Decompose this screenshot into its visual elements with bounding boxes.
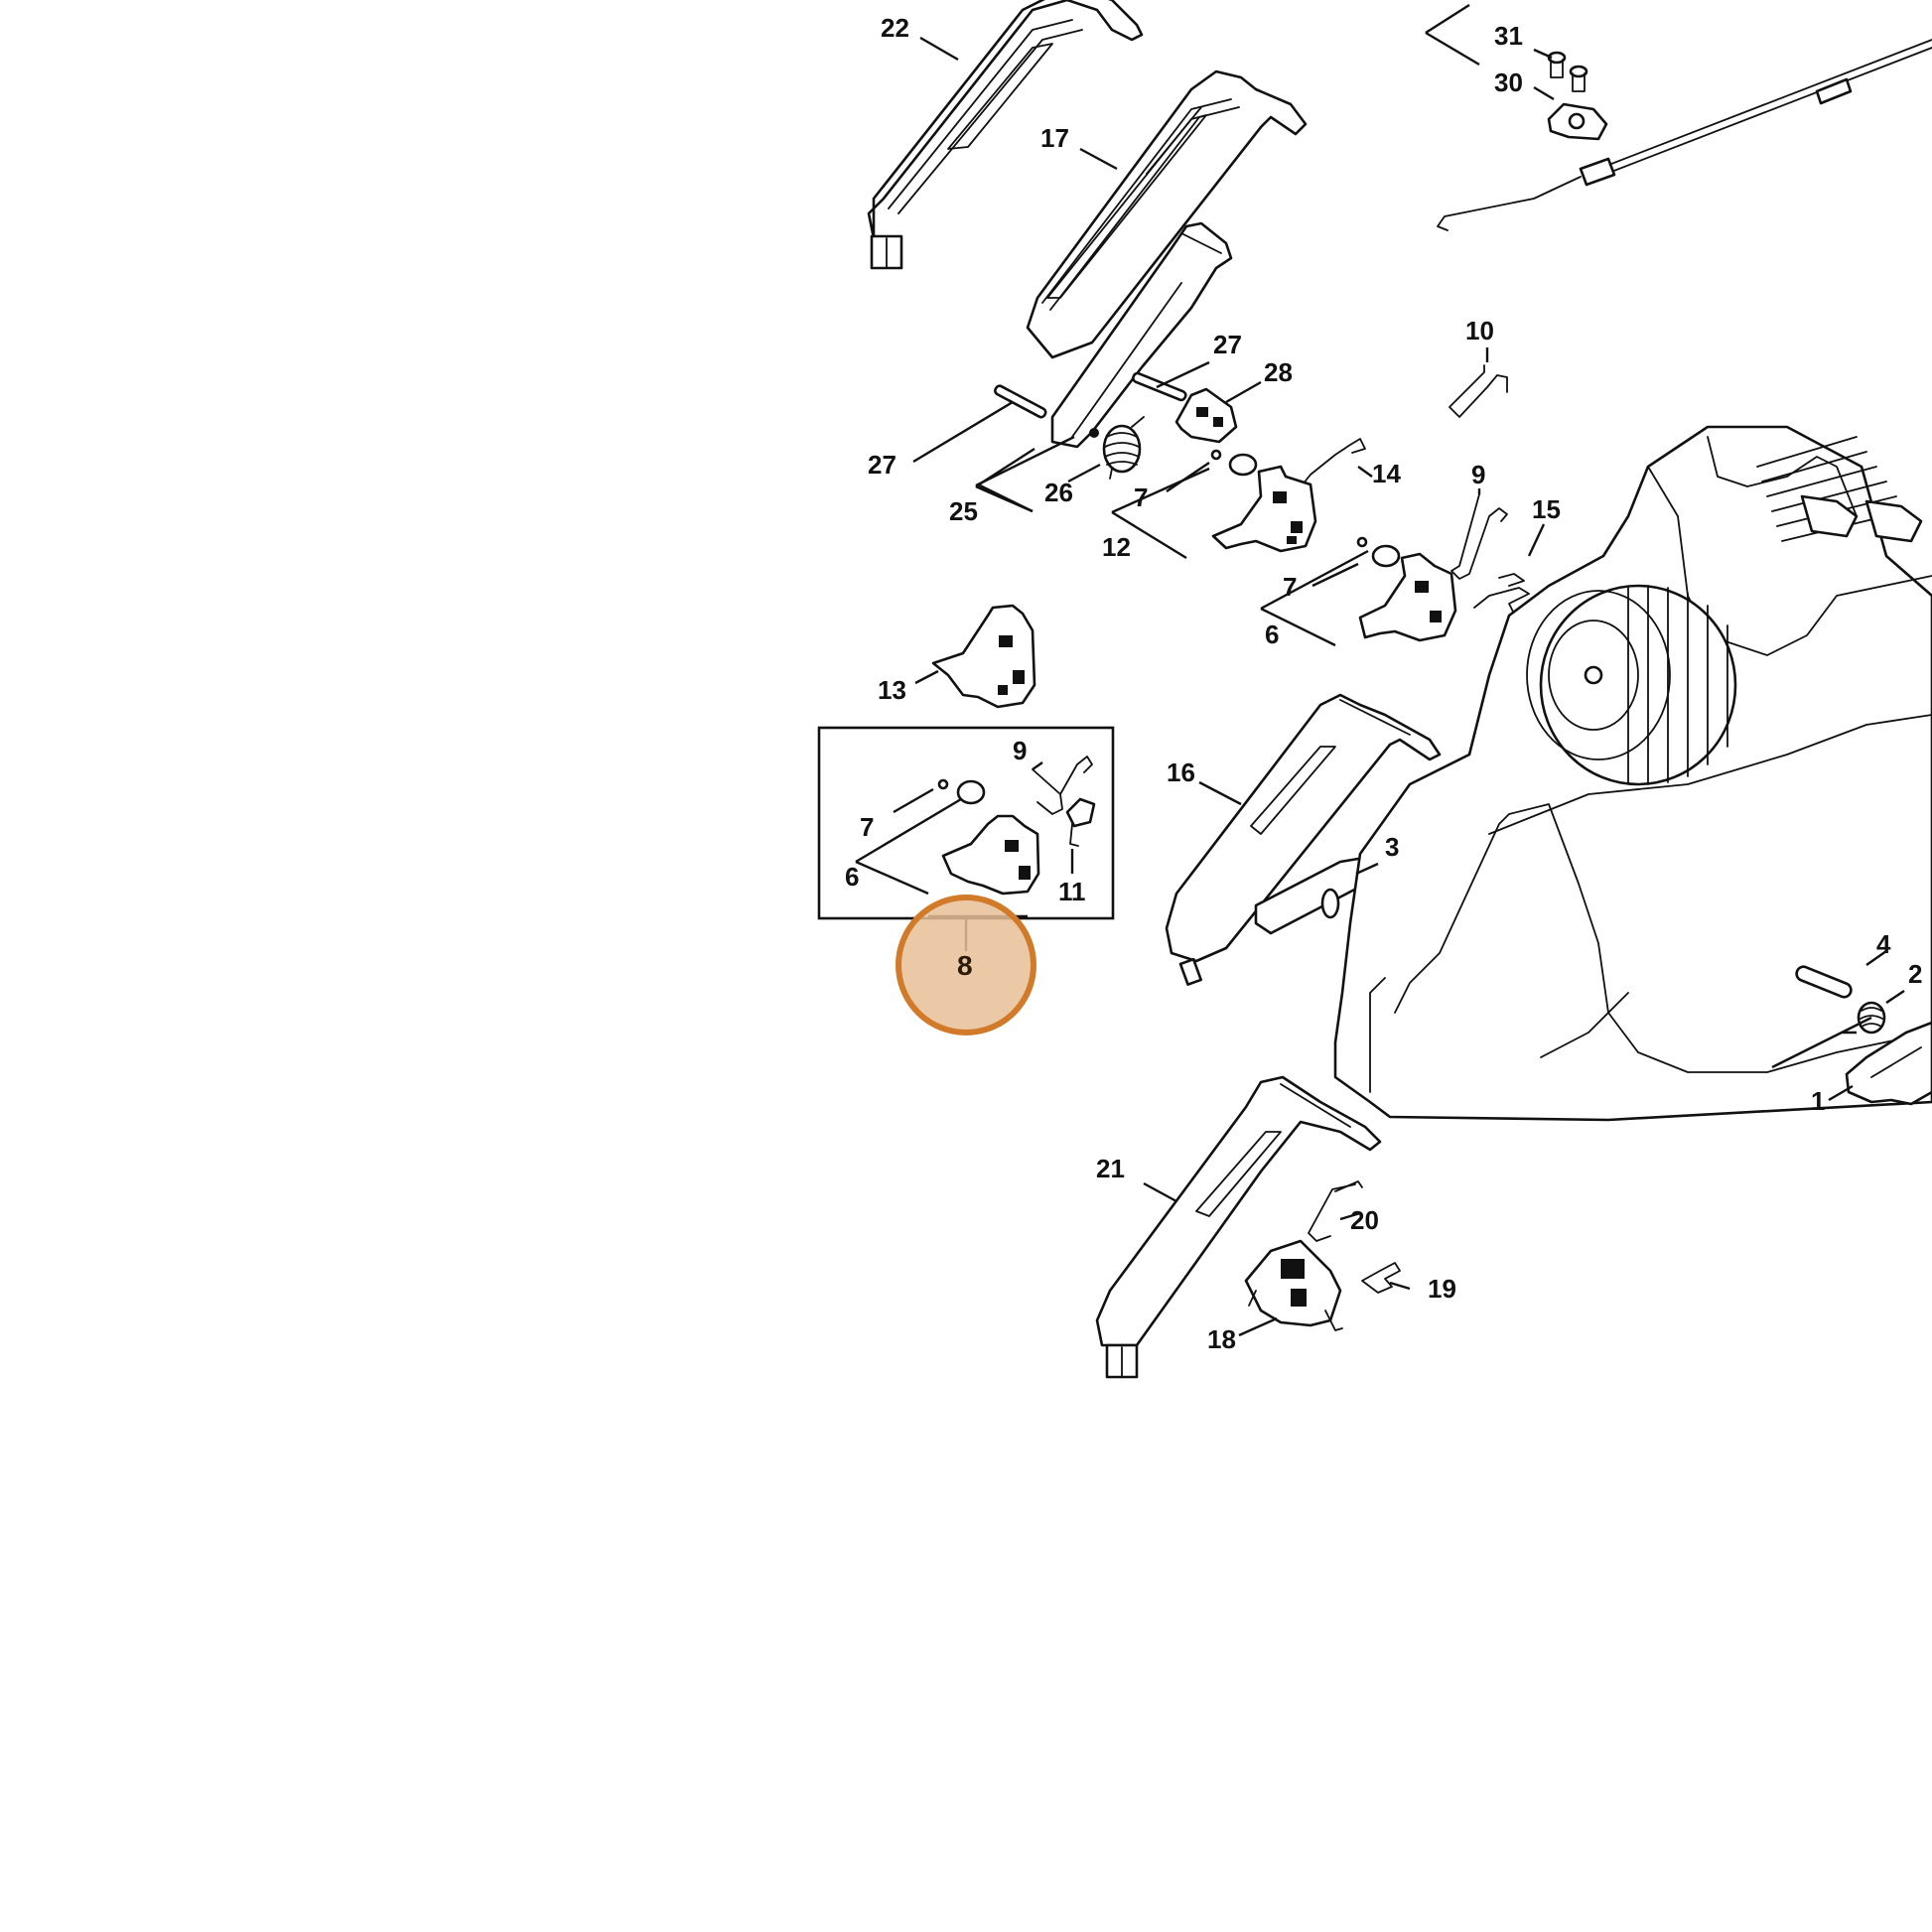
label-21: 21: [1096, 1154, 1125, 1183]
label-13: 13: [878, 675, 906, 705]
label-3: 3: [1385, 832, 1399, 862]
part-2-spring: [1857, 1001, 1886, 1035]
part-20-wire: [1308, 1180, 1363, 1242]
part-9-wire-upper: [1450, 493, 1508, 580]
flywheel-fan: [1526, 584, 1737, 786]
highlight-marker-8[interactable]: [896, 895, 1036, 1035]
part-27-pin-left: [994, 384, 1047, 419]
label-6-kit: 6: [845, 862, 859, 892]
part-31-screw: [1547, 51, 1588, 92]
label-1: 1: [1811, 1086, 1825, 1116]
label-7-kit: 7: [860, 812, 874, 842]
part-13-trigger-assembly: [931, 604, 1036, 709]
label-7-upper: 7: [1134, 483, 1148, 512]
kit-part-6-trigger: [941, 814, 1040, 896]
label-11: 11: [1058, 877, 1086, 906]
label-28: 28: [1264, 357, 1293, 387]
part-30-cable-clamp: [1547, 102, 1608, 141]
label-7-middle: 7: [1283, 572, 1297, 602]
label-18: 18: [1207, 1324, 1236, 1354]
label-25: 25: [949, 496, 978, 526]
label-15: 15: [1532, 494, 1561, 524]
label-19: 19: [1428, 1274, 1456, 1304]
part-12-throttle-trigger: [1210, 449, 1317, 553]
label-30: 30: [1494, 68, 1523, 97]
label-12: 12: [1102, 532, 1131, 562]
label-10: 10: [1465, 316, 1494, 345]
part-1-trigger-lockout: [1845, 1021, 1932, 1106]
part-4-pin: [1795, 965, 1853, 999]
label-9-upper: 9: [1471, 460, 1485, 489]
throttle-cable: [1437, 39, 1932, 231]
cylinder-fins: [1756, 436, 1923, 543]
part-16-handle-grip: [1165, 693, 1442, 986]
label-8: 8: [957, 950, 973, 981]
part-25-handle-molding: [1050, 221, 1233, 449]
label-4: 4: [1876, 929, 1891, 959]
part-28-bracket: [1174, 387, 1238, 444]
label-9-kit: 9: [1013, 736, 1027, 765]
highlight-circle[interactable]: [896, 895, 1036, 1035]
part-number-labels: 22 17 31 30 27 28 10 27 25 26 14 7 12 9 …: [845, 13, 1922, 1354]
part-17-handle-grip: [1026, 69, 1308, 359]
part-6-throttle-trigger: [1356, 536, 1457, 642]
kit-part-7-screw-clamp: [937, 778, 986, 805]
part-26-torsion-spring: [1102, 416, 1145, 480]
label-27-left: 27: [868, 450, 897, 480]
label-2: 2: [1908, 959, 1922, 989]
kit-part-11-grommet: [1065, 797, 1096, 847]
part-21-handle-grip: [1095, 1075, 1382, 1379]
label-31: 31: [1494, 21, 1523, 51]
label-6-middle: 6: [1265, 620, 1279, 649]
part-22-handle-grip: [867, 0, 1144, 270]
label-27-right: 27: [1213, 330, 1242, 359]
label-26: 26: [1044, 478, 1073, 507]
label-17: 17: [1040, 123, 1069, 153]
label-14: 14: [1372, 459, 1401, 488]
label-20: 20: [1350, 1205, 1379, 1235]
part-14-wire: [1302, 438, 1366, 485]
label-16: 16: [1167, 758, 1195, 787]
part-10-wire-spring: [1449, 364, 1508, 418]
part-18-trigger-block: [1244, 1239, 1343, 1331]
kit-part-9-wire: [1032, 756, 1093, 815]
part-19-spring-clip: [1361, 1262, 1401, 1294]
label-22: 22: [881, 13, 909, 43]
